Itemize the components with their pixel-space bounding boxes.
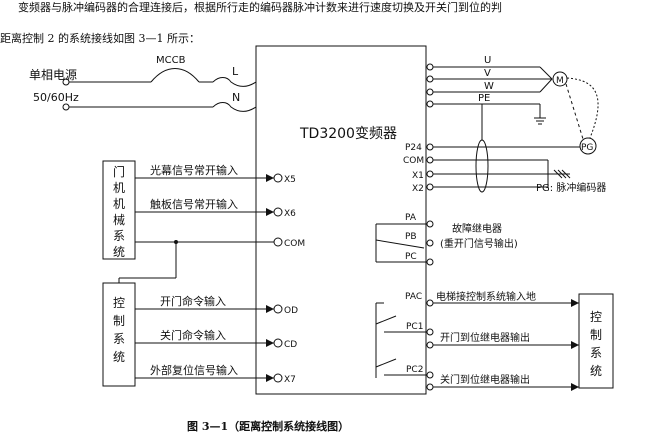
terminal-com-right: COM: [403, 156, 424, 166]
inverter-title: TD3200变频器: [299, 126, 397, 142]
terminal-com-left: COM: [284, 239, 305, 249]
motor-symbol: [552, 71, 568, 87]
terminal-od: OD: [284, 306, 298, 316]
pc1-output-label: 开门到位继电器输出: [440, 331, 530, 344]
encoder-symbol: [579, 137, 597, 155]
door-box-char-5: 系: [113, 229, 125, 243]
terminal-w: W: [484, 81, 494, 92]
control-box-char-1: 控: [113, 296, 125, 310]
fault-relay-label: 故障继电器: [452, 222, 502, 235]
terminal-pc: PC: [405, 252, 417, 262]
terminal-x6: X6: [284, 209, 296, 219]
x6-input-label: 触板信号常开输入: [150, 197, 238, 211]
terminal-cd: CD: [284, 340, 297, 350]
figure-caption: 图 3—1（距离控制系统接线图）: [187, 419, 349, 433]
terminal-x2: X2: [412, 184, 424, 194]
terminal-x7: X7: [284, 375, 296, 385]
terminal-pb: PB: [405, 232, 417, 242]
intro-line-1: 变频器与脉冲编码器的合理连接后，根据所行走的编码器脉冲计数来进行速度切换及开关门…: [18, 1, 502, 14]
terminal-x1: X1: [412, 171, 424, 181]
fault-relay-note: (重开门信号输出): [440, 237, 518, 250]
terminal-pac: PAC: [405, 292, 422, 302]
pc2-output-label: 关门到位继电器输出: [440, 373, 530, 386]
power-frequency-label: 50/60Hz: [33, 91, 79, 104]
motor-label: M: [556, 76, 564, 86]
od-input-label: 开门命令输入: [160, 294, 226, 308]
elevator-box-char-3: 系: [590, 346, 602, 360]
door-machine-box: [102, 160, 136, 260]
door-box-char-3: 机: [113, 197, 125, 211]
door-box-char-4: 械: [113, 212, 125, 227]
mccb-label: MCCB: [156, 55, 186, 66]
terminal-u: U: [484, 55, 491, 66]
elevator-control-box: [578, 293, 614, 389]
door-box-char-6: 统: [113, 245, 125, 259]
terminal-pe: PE: [478, 93, 490, 104]
line-l-label: L: [232, 65, 239, 78]
elevator-box-char-4: 统: [590, 364, 602, 378]
line-n-label: N: [232, 91, 240, 104]
control-box-char-2: 制: [113, 314, 125, 328]
terminal-v: V: [484, 68, 491, 79]
elevator-box-char-1: 控: [590, 310, 602, 324]
terminal-pc2: PC2: [406, 365, 423, 375]
power-source-label: 单相电源: [29, 68, 77, 82]
inverter-box: [255, 45, 427, 395]
cd-input-label: 关门命令输入: [160, 328, 226, 342]
x7-input-label: 外部复位信号输入: [150, 363, 238, 377]
intro-line-2: 距离控制 2 的系统接线如图 3—1 所示：: [0, 32, 200, 45]
terminal-p24: P24: [405, 143, 422, 153]
control-box-char-4: 统: [113, 350, 125, 364]
x5-input-label: 光幕信号常开输入: [150, 163, 238, 177]
pac-output-label: 电梯接控制系统输入地: [436, 290, 536, 303]
encoder-note: PG: 脉冲编码器: [536, 181, 606, 194]
terminal-pc1: PC1: [406, 322, 423, 332]
control-box-char-3: 系: [113, 332, 125, 346]
elevator-box-char-2: 制: [590, 328, 602, 342]
terminal-x5: X5: [284, 175, 296, 185]
terminal-pa: PA: [405, 213, 417, 223]
door-box-char-2: 机: [113, 181, 125, 195]
mccb-breaker: [150, 68, 200, 83]
door-box-char-1: 门: [113, 164, 125, 179]
encoder-label: PG: [581, 143, 593, 153]
